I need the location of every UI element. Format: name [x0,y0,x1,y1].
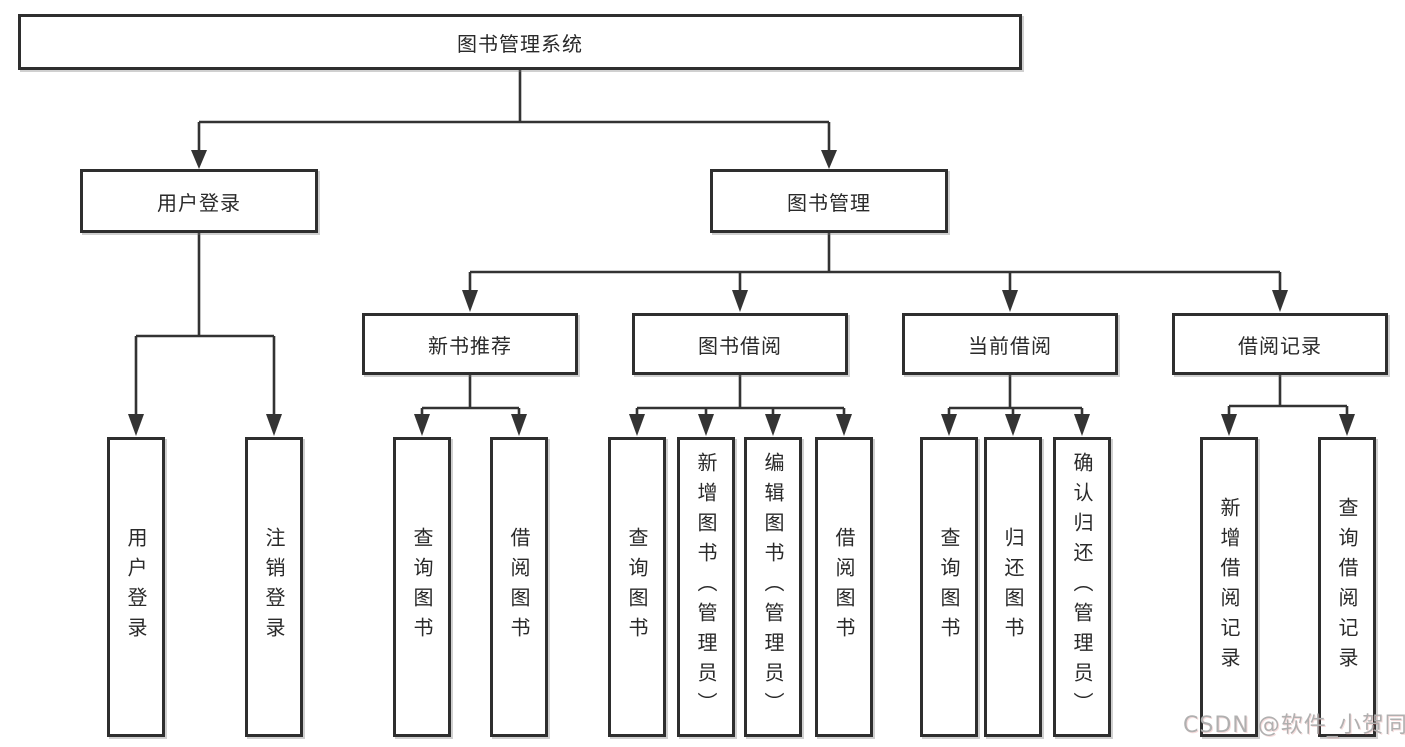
leaf-add-borrow-record: 新增借阅记录 [1200,437,1258,737]
arrowhead [191,150,207,169]
leaf-query-book-recommend: 查询图书 [393,437,451,737]
leaf-add-book-admin: 新增图书（管理员） [677,437,735,737]
arrowhead [836,414,852,436]
node-book-management: 图书管理 [710,169,948,233]
arrowhead [1339,414,1355,436]
leaf-confirm-return-admin: 确认归还（管理员） [1053,437,1111,737]
leaf-logout: 注销登录 [245,437,303,737]
node-root-system: 图书管理系统 [18,14,1022,70]
arrowhead [414,414,430,436]
leaf-borrow-book: 借阅图书 [815,437,873,737]
arrowhead [821,150,837,169]
node-current-borrowing: 当前借阅 [902,313,1118,375]
arrowhead [511,414,527,436]
arrowhead [629,414,645,436]
leaf-query-book-borrowing: 查询图书 [608,437,666,737]
leaf-borrow-book-recommend: 借阅图书 [490,437,548,737]
arrowhead [1074,414,1090,436]
node-new-book-recommend: 新书推荐 [362,313,578,375]
leaf-query-book-current: 查询图书 [920,437,978,737]
leaf-query-borrow-record: 查询借阅记录 [1318,437,1376,737]
arrowhead [1005,414,1021,436]
arrowhead [732,290,748,312]
arrowhead [462,290,478,312]
node-book-borrowing: 图书借阅 [632,313,848,375]
node-user-login: 用户登录 [80,169,318,233]
arrowhead [1002,290,1018,312]
arrowhead [765,414,781,436]
leaf-return-book: 归还图书 [984,437,1042,737]
arrowhead [266,414,282,436]
arrowhead [941,414,957,436]
leaf-user-login: 用户登录 [107,437,165,737]
arrowhead [128,414,144,436]
arrowhead [698,414,714,436]
arrowhead [1272,290,1288,312]
leaf-edit-book-admin: 编辑图书（管理员） [744,437,802,737]
arrowhead [1221,414,1237,436]
node-borrow-records: 借阅记录 [1172,313,1388,375]
